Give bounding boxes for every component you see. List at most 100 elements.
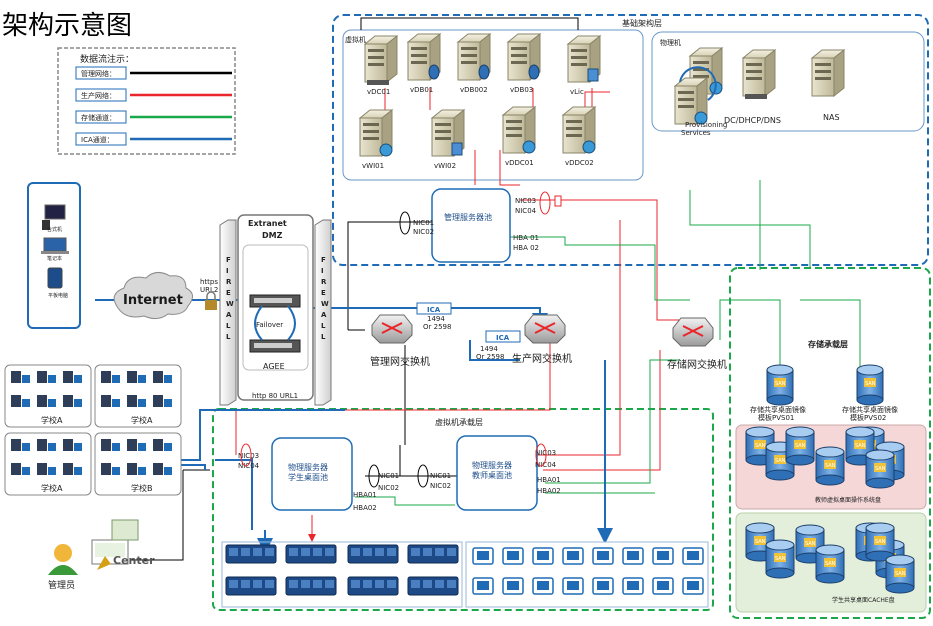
server-icon: vDC01	[363, 34, 399, 96]
teacher-disk-label: 教师虚拟桌面操作系统盘	[815, 496, 881, 504]
prod-switch-label: 生产网交换机	[512, 352, 572, 365]
teacher-pool-line1: 物理服务器	[472, 460, 512, 470]
failover-label: Failover	[256, 321, 283, 329]
student-cache-label: 学生共享桌面CACHE盘	[832, 596, 895, 604]
device-label-tablet: 平板电脑	[48, 292, 68, 299]
physical-group-box	[651, 31, 925, 132]
thin-client-icon	[532, 547, 554, 565]
agee-label: AGEE	[263, 362, 285, 371]
virtual-desktop-icon	[347, 576, 399, 596]
server-label: vDDC02	[565, 159, 594, 167]
virtual-desktop-icon	[225, 576, 277, 596]
pvs02-line1: 存储共享桌面镜像	[842, 405, 898, 414]
provisioning-label: Provisioning	[685, 121, 727, 129]
legend-swatch-box	[75, 66, 127, 80]
internet-cloud: Internet	[113, 272, 193, 320]
thin-client-icon	[562, 577, 584, 595]
dmz-zone: Extranet DMZ Failover AGEE http 80 URL1	[237, 214, 314, 401]
ica-label-b: ICA 1494 Or 2598	[476, 330, 521, 361]
admin-user: 管理员	[48, 544, 78, 591]
student-pool-line2: 学生桌面池	[288, 472, 328, 482]
school-cluster: 学校A	[4, 432, 92, 496]
page-title: 架构示意图	[2, 11, 132, 41]
network-switch-icon	[672, 317, 714, 347]
san-disk-icon: SAN	[815, 446, 845, 486]
vm-group-label: 虚拟机	[345, 35, 366, 44]
server-icon: vWI02	[430, 108, 466, 170]
student-pool-line1: 物理服务器	[288, 462, 328, 472]
ica-links	[95, 299, 613, 554]
nic-label: HBA01	[537, 476, 561, 484]
server-label: vDB01	[410, 86, 433, 94]
thin-client-icon	[682, 547, 704, 565]
storage-switch-label: 存储网交换机	[667, 358, 727, 371]
infra-layer: 基础架构层 虚拟机 物理机	[332, 14, 929, 266]
server-label: vDB002	[460, 86, 488, 94]
san-disk-icon: SAN	[765, 539, 795, 579]
school-cluster: 学校B	[94, 432, 182, 496]
server-icon	[673, 76, 709, 126]
san-disk-icon: SAN	[785, 426, 815, 466]
nic-label: NIC04	[515, 207, 537, 215]
laptop-icon	[41, 237, 69, 254]
student-pool: 物理服务器 学生桌面池	[271, 437, 353, 511]
thin-client-icon	[652, 547, 674, 565]
infra-layer-label: 基础架构层	[622, 18, 662, 28]
legend-swatch-box	[75, 132, 127, 146]
storage-links	[355, 180, 861, 506]
thin-client-icon	[472, 577, 494, 595]
thin-client-icon	[502, 547, 524, 565]
thin-client-icon	[532, 577, 554, 595]
server-icon: vDB01	[406, 32, 442, 94]
nic-label: HBA02	[537, 487, 561, 495]
internet-label: Internet	[123, 293, 183, 308]
mgmt-links	[130, 17, 579, 561]
thin-client-icon	[622, 577, 644, 595]
nic-label: NIC03	[238, 452, 259, 460]
desktop-icon	[42, 204, 66, 230]
school-label: 学校A	[41, 415, 63, 425]
school-label: 学校B	[131, 483, 153, 493]
mgmt-pool-label: 管理服务器池	[444, 212, 492, 222]
virtual-desktop-icon	[347, 544, 399, 564]
legend-item-label: 管理网络：	[81, 69, 116, 78]
nic-label: HBA01	[353, 491, 377, 499]
server-icon	[741, 48, 777, 99]
ica-label-a: ICA 1494 Or 2598	[416, 302, 452, 331]
legend-heading: 数据流注示：	[80, 53, 134, 65]
legend: 数据流注示： 管理网络：生产网络：存储通道：ICA通道：	[57, 47, 236, 155]
tablet-icon	[47, 267, 63, 289]
san-label: SAN	[775, 556, 786, 562]
agee-device-1	[249, 294, 301, 308]
server-icon: vLic	[566, 34, 602, 96]
virtual-desktop-icon	[225, 544, 277, 564]
device-label-desktop: 台式机	[47, 226, 62, 233]
provisioning-cycle-icon	[679, 66, 717, 101]
teacher-pool-line2: 教师桌面池	[472, 470, 512, 480]
san-label: SAN	[775, 381, 786, 387]
san-disk-icon: SAN	[865, 522, 895, 562]
thin-client-icon	[652, 577, 674, 595]
nic-label: NIC04	[535, 461, 557, 469]
client-devices: 台式机 笔记本 平板电脑	[27, 182, 81, 329]
legend-swatch-box	[75, 88, 127, 102]
legend-swatch-box	[75, 110, 127, 124]
nic-label: NIC03	[515, 197, 536, 205]
nic-label: NIC01	[413, 219, 434, 227]
thin-client-icon	[592, 577, 614, 595]
san-disk-icon: SAN	[745, 522, 775, 562]
server-label: vDB03	[510, 86, 533, 94]
thin-client-icon	[472, 547, 494, 565]
san-label: SAN	[875, 539, 886, 545]
vm-layer-label: 虚拟机承载层	[435, 417, 483, 427]
virtual-desktop-icon	[285, 576, 337, 596]
san-label: SAN	[795, 443, 806, 449]
thin-client-icon	[622, 547, 644, 565]
nic-label: NIC01	[378, 472, 399, 480]
nic-label: NIC04	[238, 462, 260, 470]
nic-label: NIC02	[430, 482, 451, 490]
san-disk-icon: SAN	[795, 524, 825, 564]
ica-port-a-1: 1494	[427, 315, 445, 323]
